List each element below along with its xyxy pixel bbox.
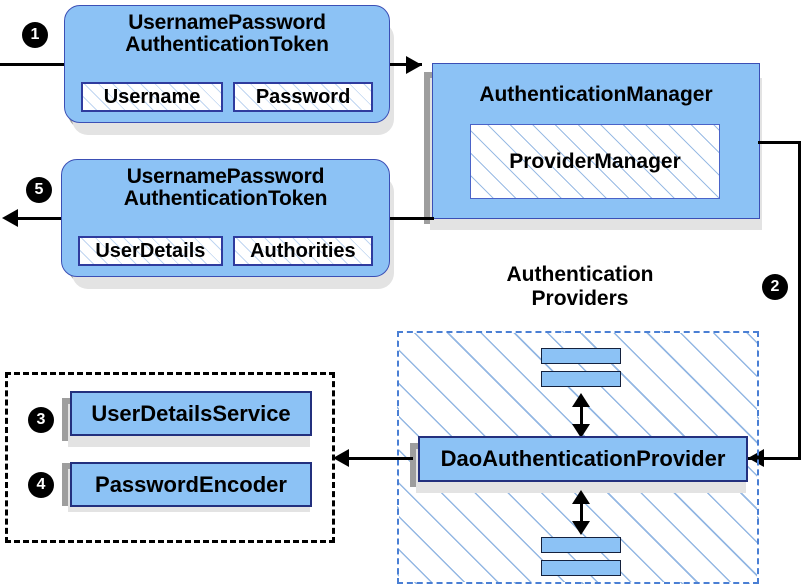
provider-chain-line-bottom <box>580 497 583 525</box>
provider-chain-arrow-bottom-down <box>572 521 590 535</box>
manager-to-response-line <box>390 217 434 220</box>
provider-placeholder-bar-1 <box>541 348 621 364</box>
request-token-card: UsernamePassword AuthenticationToken Use… <box>64 5 390 123</box>
request-to-manager-arrowhead <box>406 56 422 74</box>
provider-manager-label: ProviderManager <box>509 149 681 173</box>
authentication-manager-box: AuthenticationManager ProviderManager <box>432 63 760 219</box>
provider-placeholder-bar-3 <box>541 537 621 553</box>
request-token-title: UsernamePassword AuthenticationToken <box>125 11 329 57</box>
request-token-field-username: Username <box>81 82 224 112</box>
step-badge-4: 4 <box>28 472 54 498</box>
manager-to-provider-top-segment <box>758 141 801 144</box>
step-badge-5: 5 <box>26 177 52 203</box>
request-token-field-password: Password <box>233 82 374 112</box>
dao-authentication-provider-box: DaoAuthenticationProvider <box>418 436 748 482</box>
provider-to-dependencies-arrowhead <box>333 449 349 467</box>
passwordencoder-box: PasswordEncoder <box>70 462 312 507</box>
response-token-field-userdetails: UserDetails <box>78 236 223 266</box>
authentication-providers-label: Authentication Providers <box>506 263 654 310</box>
response-token-field-authorities: Authorities <box>232 236 373 266</box>
userdetailsservice-box: UserDetailsService <box>70 391 312 436</box>
provider-placeholder-bar-4 <box>541 560 621 576</box>
response-token-field-row: UserDetails Authorities <box>78 236 373 266</box>
step-badge-1: 1 <box>22 22 48 48</box>
manager-to-provider-bottom-segment <box>748 457 801 460</box>
provider-to-dependencies-line <box>347 457 413 460</box>
manager-to-provider-vertical-segment <box>798 141 801 459</box>
incoming-request-line <box>0 63 72 66</box>
provider-chain-arrow-top-down <box>572 424 590 438</box>
provider-manager-box: ProviderManager <box>470 124 720 199</box>
provider-chain-line-top <box>580 400 583 428</box>
request-token-field-row: Username Password <box>81 82 374 112</box>
step-badge-3: 3 <box>28 407 54 433</box>
response-token-card: UsernamePassword AuthenticationToken Use… <box>61 159 390 277</box>
response-token-title: UsernamePassword AuthenticationToken <box>123 165 328 211</box>
response-out-line <box>16 217 76 220</box>
provider-placeholder-bar-2 <box>541 371 621 387</box>
step-badge-2: 2 <box>762 274 788 300</box>
authentication-manager-title: AuthenticationManager <box>479 83 713 106</box>
response-out-arrowhead <box>2 209 18 227</box>
